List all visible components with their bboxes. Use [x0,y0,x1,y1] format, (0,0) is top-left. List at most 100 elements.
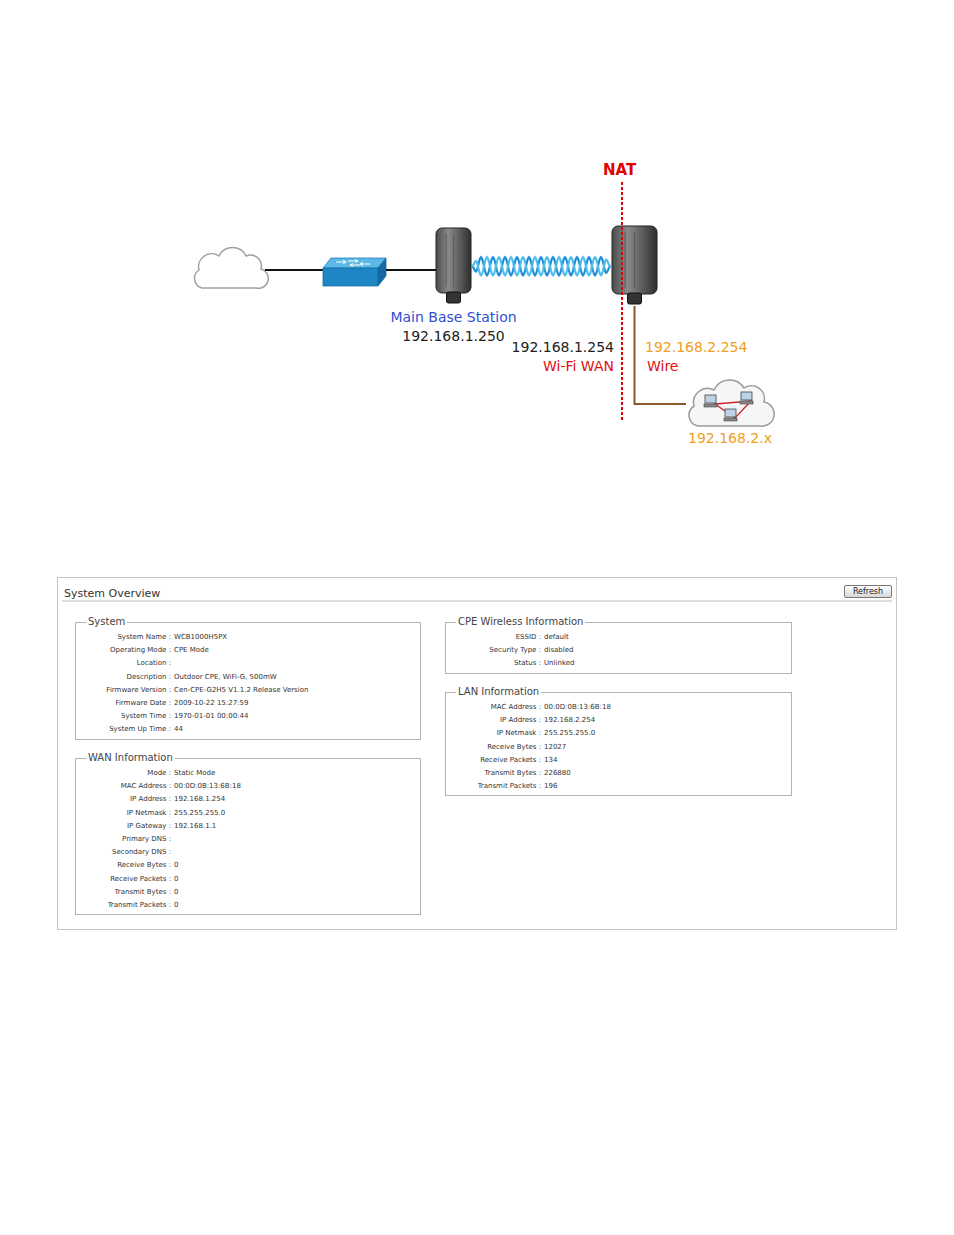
info-row: Receive Packets :0 [76,873,420,886]
node-text: 192.168.1.254 [512,338,614,357]
keyboard [740,401,753,404]
field-value: 0 [174,873,178,886]
computer-icon [740,392,753,404]
field-name: Primary DNS : [76,833,171,846]
info-row: Transmit Packets :0 [76,899,420,912]
group-legend: WAN Information [86,752,175,764]
group-legend: LAN Information [456,686,541,698]
housing-rib [625,232,626,288]
field-name: Mode : [76,767,171,780]
node-text: 192.168.2.254 [645,338,747,357]
field-name: Security Type : [446,644,541,657]
field-value: 2009-10-22 15:27:59 [174,697,248,710]
keyboard [724,418,737,421]
field-name: Description : [76,671,171,684]
info-row: Receive Bytes :0 [76,859,420,872]
info-row: Receive Packets :134 [446,754,791,767]
field-name: Status : [446,657,541,670]
node-text: 192.168.2.x [688,429,772,448]
info-row: System Time :1970-01-01 00:00:44 [76,710,420,723]
node-text: Wi-Fi WAN [543,357,614,376]
info-row: Mode :Static Mode [76,767,420,780]
node-text: Main Base Station [390,308,516,327]
info-row: Transmit Bytes :0 [76,886,420,899]
field-name: IP Address : [446,714,541,727]
field-value: 0 [174,899,178,912]
switch-arrows [336,260,370,267]
refresh-button: Refresh [844,585,892,598]
info-row: Primary DNS : [76,833,420,846]
device-icon [611,226,658,306]
computer-icon [704,395,717,407]
switch-side [378,258,386,286]
field-value: 196 [544,780,557,793]
overview-panel: RefreshSystemSystem Name :WCB1000H5PXOpe… [57,577,897,930]
field-name: IP Netmask : [446,727,541,740]
monitor [725,409,736,417]
housing-rib [460,234,461,287]
field-value: 255.255.255.0 [174,807,225,820]
info-row: Firmware Date :2009-10-22 15:27:59 [76,697,420,710]
monitor [705,395,716,403]
cpe-device: 192.168.1.254Wi-Fi WAN192.168.2.254Wire [611,226,658,306]
field-value: 1970-01-01 00:00:44 [174,710,248,723]
info-row: IP Address :192.168.1.254 [76,793,420,806]
field-value: 44 [174,723,183,736]
housing-rib [453,234,454,287]
field-name: Firmware Version : [76,684,171,697]
field-value: CPE Mode [174,644,209,657]
field-value: disabled [544,644,573,657]
computer-icon [724,409,737,421]
title-rule [62,601,892,602]
field-name: Transmit Packets : [446,780,541,793]
field-value: 255.255.255.0 [544,727,595,740]
device-housing [612,226,657,294]
info-row: Transmit Packets :196 [446,780,791,793]
field-name: ESSID : [446,631,541,644]
field-name: Operating Mode : [76,644,171,657]
field-name: Receive Bytes : [446,741,541,754]
info-row: Description :Outdoor CPE, WiFi-G, 500mW [76,671,420,684]
info-row: IP Netmask :255.255.255.0 [446,727,791,740]
node-text: Wire [647,357,679,376]
switch-symbol [323,258,386,286]
lan-cloud-icon [686,380,774,428]
info-row: IP Address :192.168.2.254 [446,714,791,727]
info-row: Location : [76,657,420,670]
wireless-group: CPE Wireless InformationESSID :defaultSe… [445,622,792,674]
monitor [741,392,752,400]
field-value: 0 [174,859,178,872]
field-value: Static Mode [174,767,215,780]
field-name: Secondary DNS : [76,846,171,859]
field-value: 0 [174,886,178,899]
info-row: Firmware Version :Cen-CPE-G2H5 V1.1.2 Re… [76,684,420,697]
field-value: 00:0D:0B:13:6B:18 [544,701,611,714]
device-icon [435,228,472,305]
info-row: Transmit Bytes :226880 [446,767,791,780]
wan-group: WAN InformationMode :Static ModeMAC Addr… [75,758,421,915]
nat-boundary [621,182,623,420]
field-value: 192.168.2.254 [544,714,595,727]
field-name: System Time : [76,710,171,723]
connector-stroke [472,257,611,275]
device-housing [436,228,471,293]
field-name: Receive Bytes : [76,859,171,872]
info-row: Secondary DNS : [76,846,420,859]
field-value: 226880 [544,767,571,780]
info-row: Status :Unlinked [446,657,791,670]
field-name: System Name : [76,631,171,644]
field-name: Transmit Packets : [76,899,171,912]
field-value: 00:0D:0B:13:6B:18 [174,780,241,793]
wireless-link [472,257,611,275]
group-legend: CPE Wireless Information [456,616,585,628]
device-connector [628,293,642,304]
switch-front [323,268,378,286]
field-name: Receive Packets : [446,754,541,767]
device-connector [447,292,461,303]
ethernet-wire [265,269,323,271]
internet-cloud [195,248,269,289]
panel-title: System Overview [64,587,160,601]
field-name: IP Address : [76,793,171,806]
field-value: 12027 [544,741,566,754]
